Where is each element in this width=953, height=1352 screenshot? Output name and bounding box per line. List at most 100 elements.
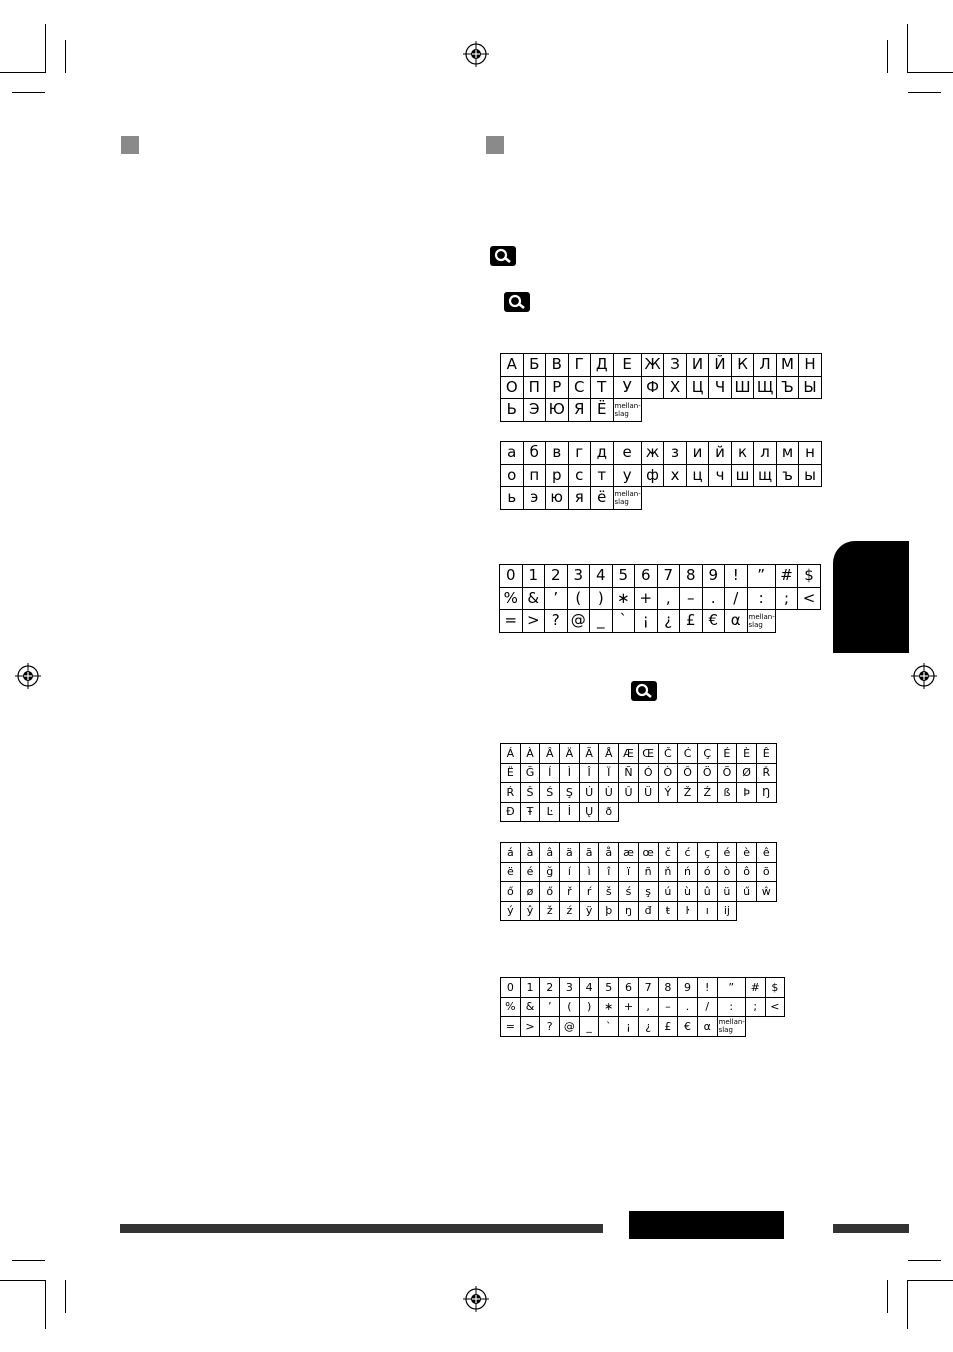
char-cell: Ć (677, 743, 698, 764)
char-cell: ю (545, 486, 569, 510)
char-cell: € (701, 609, 725, 633)
char-cell: α (696, 1016, 718, 1037)
char-cell: 4 (578, 977, 600, 998)
char-cell: Ч (708, 375, 732, 399)
char-cell: Б (522, 353, 546, 377)
char-cell: ¡ (634, 609, 658, 633)
footer-bar (120, 1224, 603, 1233)
char-cell: Ò (657, 762, 679, 783)
char-cell: ú (657, 881, 679, 902)
crop-mark (887, 1280, 888, 1313)
char-cell: Ó (637, 762, 659, 783)
char-cell: Х (663, 375, 687, 399)
char-cell: È (736, 743, 757, 764)
char-cell: ù (677, 881, 698, 902)
char-cell: е (612, 441, 642, 465)
char-cell: ø (519, 881, 541, 902)
char-cell: С (567, 375, 591, 399)
char-cell: ć (677, 842, 698, 863)
char-cell: у (612, 463, 642, 487)
char-cell: – (657, 996, 679, 1017)
space-label: mellan-slag (614, 401, 641, 418)
char-cell: ô (736, 861, 757, 882)
char-cell: У (612, 375, 642, 399)
char-cell: Å (598, 743, 620, 764)
char-cell: 9 (677, 977, 698, 998)
char-cell: ò (716, 861, 738, 882)
char-cell: ğ (539, 861, 561, 882)
char-cell: č (657, 842, 679, 863)
crop-mark (45, 1280, 46, 1329)
char-cell: ’ (544, 586, 568, 610)
char-cell: ç (696, 842, 718, 863)
empty-cell (737, 802, 757, 822)
empty-cell (658, 802, 678, 822)
char-cell: а (500, 441, 524, 465)
char-cell: Ё (590, 398, 614, 422)
char-cell: к (730, 441, 755, 465)
char-cell: я (567, 486, 591, 510)
crop-mark (12, 92, 45, 93)
char-cell: О (500, 375, 524, 399)
empty-cell (709, 399, 732, 422)
char-cell: ź (559, 900, 580, 921)
char-cell: т (590, 463, 614, 487)
char-cell: Ř (755, 762, 777, 783)
char-cell: Я (567, 398, 591, 422)
empty-cell (717, 802, 737, 822)
empty-cell (641, 487, 664, 510)
space-cell: mellan-slag (716, 1016, 746, 1037)
char-cell: Õ (716, 762, 738, 783)
char-cell: ñ (637, 861, 659, 882)
char-cell: 2 (544, 564, 568, 588)
char-cell: В (545, 353, 569, 377)
char-cell: % (499, 586, 523, 610)
char-cell: Î (578, 762, 600, 783)
char-cell: â (539, 842, 561, 863)
char-cell: Œ (637, 743, 659, 764)
char-cell: ¡ (618, 1016, 639, 1037)
char-cell: Â (539, 743, 561, 764)
char-cell: 4 (589, 564, 613, 588)
char-cell: ы (798, 463, 822, 487)
char-cell: õ (755, 861, 777, 882)
char-cell: ш (730, 463, 755, 487)
empty-cell (756, 802, 776, 822)
char-cell: ä (559, 842, 580, 863)
char-cell: ï (618, 861, 639, 882)
space-cell: mellan-slag (612, 486, 642, 510)
char-cell: ń (677, 861, 698, 882)
char-cell: Ś (539, 782, 561, 803)
char-cell: З (663, 353, 687, 377)
char-cell: п (522, 463, 546, 487)
char-cell: 6 (618, 977, 639, 998)
crop-mark (907, 24, 908, 73)
char-row: %&’()∗+,–./:;< (499, 586, 821, 610)
char-cell: б (522, 441, 546, 465)
crop-mark (0, 1280, 45, 1281)
char-cell: о (500, 463, 524, 487)
char-cell: в (545, 441, 569, 465)
char-cell: Щ (753, 375, 777, 399)
char-cell: Р (545, 375, 569, 399)
empty-cell (638, 802, 658, 822)
char-cell: å (598, 842, 620, 863)
char-cell: Ź (696, 782, 718, 803)
char-cell: з (663, 441, 687, 465)
crop-mark (65, 1280, 66, 1313)
char-cell: 7 (656, 564, 680, 588)
char-cell: Ы (798, 375, 822, 399)
char-cell: = (499, 609, 523, 633)
char-cell: % (500, 996, 521, 1017)
empty-cell (776, 399, 799, 422)
empty-cell (619, 802, 639, 822)
char-cell: İ (559, 801, 580, 822)
char-cell: ; (774, 586, 799, 610)
empty-cell (697, 802, 717, 822)
char-cell: ` (598, 1016, 620, 1037)
